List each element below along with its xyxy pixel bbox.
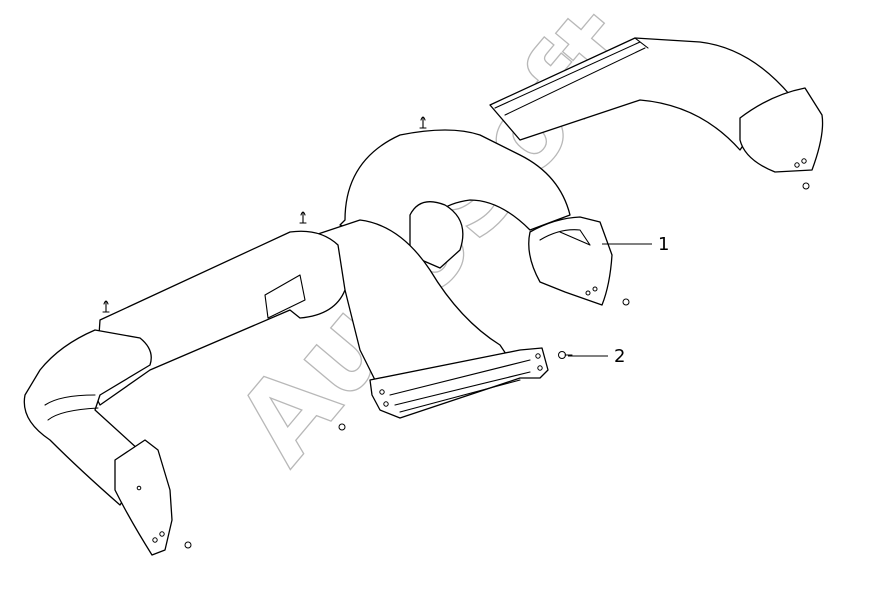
centre-duct [314,129,571,419]
callout-2: 2 [568,346,625,367]
clip-fasteners [102,116,810,549]
callout-1: 1 [602,234,669,255]
left-duct [23,230,346,556]
right-rear-duct [489,37,824,173]
callout-1-label: 1 [658,234,669,255]
screw-2 [558,351,573,359]
callout-2-label: 2 [614,346,625,367]
right-front-outlet [528,216,613,306]
